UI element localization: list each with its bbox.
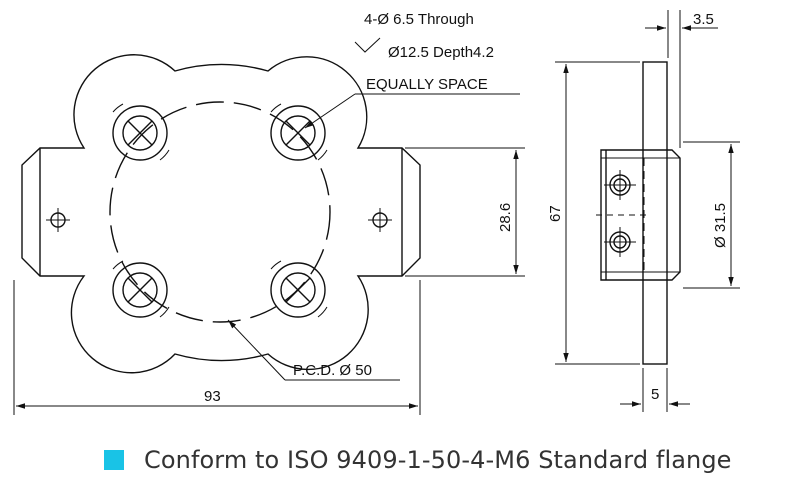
width-label: 93	[204, 388, 221, 405]
caption: Conform to ISO 9409-1-50-4-M6 Standard f…	[104, 444, 732, 476]
holes-label: 4-Ø 6.5 Through	[364, 11, 474, 28]
flange-thickness-label: 5	[651, 386, 659, 403]
front-view	[21, 54, 421, 374]
flange-drawing: 4-Ø 6.5 Through Ø12.5 Depth4.2 EQUALLY S…	[13, 10, 740, 415]
caption-text: Conform to ISO 9409-1-50-4-M6 Standard f…	[144, 446, 732, 474]
caption-marker	[104, 450, 124, 470]
dim-width	[13, 280, 421, 415]
hole-top-left	[112, 103, 170, 161]
boss-dia-label: Ø 31.5	[712, 203, 729, 248]
thickness-label: 3.5	[693, 11, 714, 28]
side-view	[596, 61, 681, 365]
spacing-label: EQUALLY SPACE	[366, 76, 488, 93]
pin-hole-right	[368, 208, 392, 232]
pcd-circle	[109, 101, 331, 323]
height-left-label: 28.6	[497, 203, 514, 232]
flange-plate	[642, 61, 668, 365]
hole-bottom-left	[112, 260, 170, 318]
dim-boss-dia	[683, 141, 740, 289]
height-total-label: 67	[547, 205, 564, 222]
dim-height-left	[405, 147, 525, 277]
flange-outline	[21, 54, 421, 374]
pin-hole-left	[46, 208, 70, 232]
hole-top-right	[270, 103, 328, 161]
hole-bottom-right	[270, 260, 328, 318]
pcd-label: P.C.D. Ø 50	[293, 362, 372, 379]
dim-flange-thickness	[620, 368, 690, 412]
front-leaders	[227, 37, 520, 381]
dim-thickness	[645, 10, 718, 148]
dim-height-total	[555, 61, 640, 365]
counterbore-label: Ø12.5 Depth4.2	[388, 44, 494, 61]
